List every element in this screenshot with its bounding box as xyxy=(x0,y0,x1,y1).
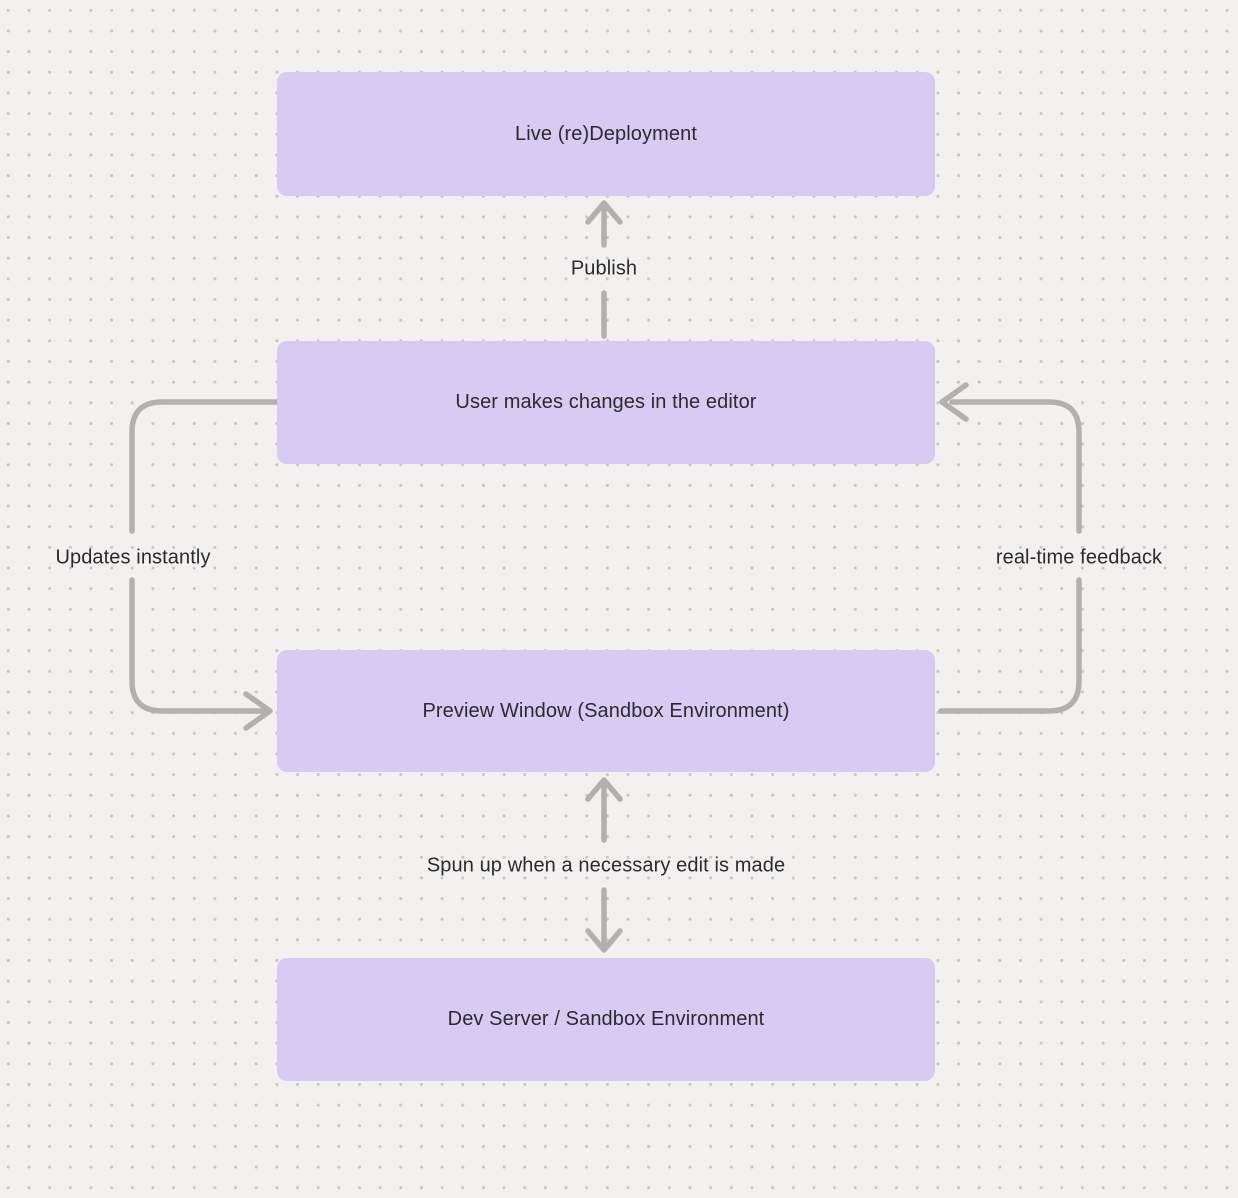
node-dev-server: Dev Server / Sandbox Environment xyxy=(277,958,935,1081)
edge-label-spun-up: Spun up when a necessary edit is made xyxy=(426,854,786,877)
edge-label-publish: Publish xyxy=(570,257,638,280)
spun-up-arrow-down xyxy=(585,887,623,953)
edge-label-real-time-feedback: real-time feedback xyxy=(995,546,1163,569)
node-live-redeployment: Live (re)Deployment xyxy=(277,72,935,196)
spun-up-arrow-up xyxy=(585,777,623,843)
edge-label-updates-instantly: Updates instantly xyxy=(55,546,211,569)
node-dev-server-label: Dev Server / Sandbox Environment xyxy=(447,1008,765,1030)
node-live-redeployment-label: Live (re)Deployment xyxy=(515,122,697,145)
node-preview-window-label: Preview Window (Sandbox Environment) xyxy=(422,699,790,722)
node-preview-window: Preview Window (Sandbox Environment) xyxy=(277,650,935,772)
node-user-editor-label: User makes changes in the editor xyxy=(455,391,757,413)
node-user-editor: User makes changes in the editor xyxy=(277,341,935,464)
